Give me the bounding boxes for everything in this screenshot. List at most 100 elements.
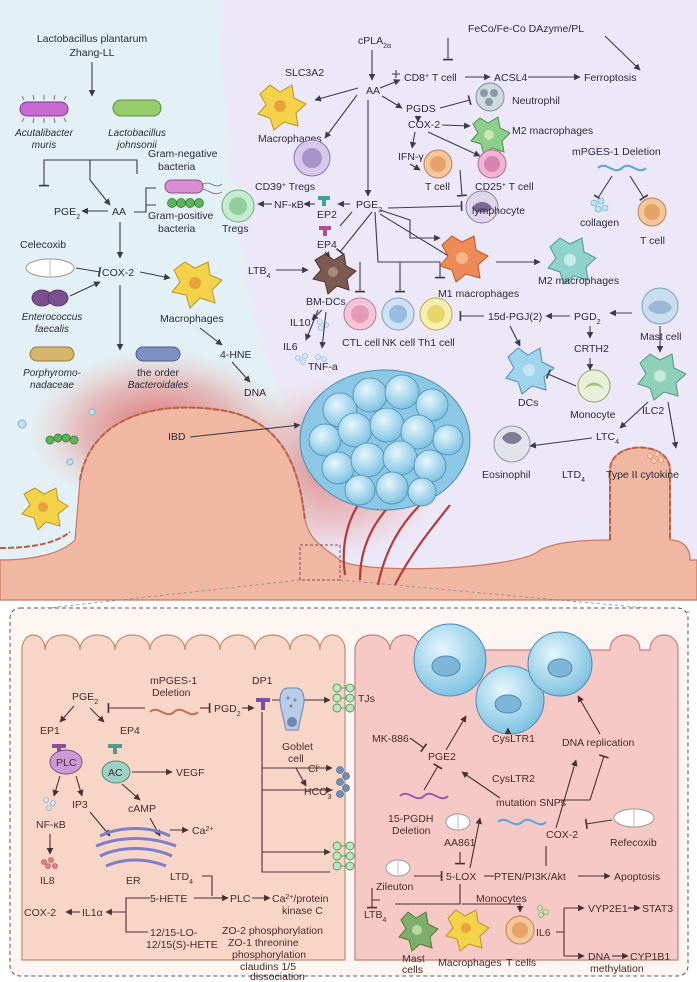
- label-ltd4-bl: LTD4: [170, 871, 193, 886]
- ep1-receptor-icon: [52, 744, 66, 754]
- mast-cell-br-icon: [398, 911, 439, 952]
- label-gram-negative-bacteria: bacteria: [158, 161, 196, 173]
- label-cd25-t-cell: CD25+ T cell: [475, 181, 534, 193]
- label-lo-1: 12/15-LO-: [150, 927, 198, 939]
- gram-positive-bacteria-icon: [167, 198, 204, 208]
- tumor-mass: [299, 369, 471, 511]
- label-kinase-c: kinase C: [282, 905, 323, 917]
- cytokine-dots-icon: [647, 451, 664, 464]
- neutrophil-icon: [475, 82, 505, 112]
- label-5-lox: 5-LOX: [446, 871, 476, 883]
- label-zo-5: dissociation: [250, 971, 305, 982]
- m2-macrophage-icon: [547, 237, 597, 285]
- label-bacteroidales: Bacteroidales: [128, 380, 189, 391]
- label-zo-2: ZO-1 threonine: [228, 937, 299, 949]
- cd25-t-cell-icon: [477, 149, 507, 179]
- t-cell-right-icon: [423, 149, 453, 179]
- il6-br-dots-icon: [537, 905, 549, 918]
- label-mk886: MK-886: [372, 733, 409, 745]
- label-t-cell-right: T cell: [425, 181, 450, 193]
- aa861-pill-icon: [445, 813, 471, 831]
- label-eosinophil: Eosinophil: [482, 469, 530, 481]
- label-dcs: DCs: [518, 397, 538, 409]
- label-ep4-right: EP4: [317, 239, 337, 251]
- label-pge2-left: PGE2: [54, 206, 80, 221]
- label-apoptosis: Apoptosis: [614, 871, 660, 883]
- label-m1-macrophages: M1 macrophages: [438, 288, 519, 300]
- zileuton-pill-icon: [385, 859, 411, 877]
- label-cyp1b1: CYP1B1: [630, 951, 670, 963]
- label-muris: muris: [32, 140, 56, 151]
- label-bm-dcs: BM-DCs: [306, 296, 346, 308]
- label-5hete-bl: 5-HETE: [150, 893, 187, 905]
- label-vyp2e1: VYP2E1: [588, 903, 628, 915]
- label-cd8-t-cell: CD8+ T cell: [404, 72, 457, 84]
- label-zo-3: phosphorylation: [232, 949, 306, 961]
- label-monocyte: Monocyte: [570, 409, 616, 421]
- lymphocyte-icon: [465, 190, 499, 224]
- collagen-icon: [590, 197, 609, 213]
- label-mast: Mast: [402, 953, 425, 965]
- label-lo-2: 12/15(S)-HETE: [146, 939, 218, 951]
- label-goblet-cell: cell: [288, 753, 304, 765]
- treg-right-icon: [221, 189, 255, 223]
- ep4-receptor-icon: [319, 226, 331, 236]
- label-neutrophil: Neutrophil: [512, 95, 560, 107]
- label-tregs-right: Tregs: [222, 223, 248, 235]
- label-macrophages-br: Macrophages: [438, 957, 502, 969]
- label-lactobacillus-johnsonii: Lactobacillus: [108, 128, 166, 139]
- label-il8: IL8: [40, 875, 55, 887]
- ilc2-icon: [637, 353, 687, 401]
- macrophage-icon: [171, 261, 223, 309]
- dna-helix-icon: [597, 164, 647, 172]
- label-zileuton: Zileuton: [376, 881, 414, 893]
- label-nk-cell: NK cell: [382, 337, 415, 349]
- label-methylation: methylation: [590, 963, 644, 975]
- label-cysltr1: CysLTR1: [492, 733, 535, 745]
- label-tjs-top: TJs: [358, 693, 375, 705]
- label-cpla2a: cPLA2α: [358, 35, 391, 50]
- m2-macrophage-top-icon: [470, 116, 511, 156]
- intestinal-epithelium: [0, 406, 697, 613]
- label-ifn-gamma: IFN-γ: [398, 151, 424, 163]
- label-aa861: AA861: [444, 837, 476, 849]
- macrophage-br-icon: [445, 909, 490, 952]
- ac-enzyme-icon: [101, 760, 131, 784]
- dc-icon: [505, 347, 555, 395]
- goblet-cell-icon: [279, 687, 305, 731]
- label-cysltr2: CysLTR2: [492, 773, 535, 785]
- label-plc: PLC: [56, 757, 77, 769]
- label-deletion-br: Deletion: [392, 825, 431, 837]
- label-ctl-cell: CTL cell: [342, 337, 380, 349]
- label-dna-br: DNA: [588, 951, 610, 963]
- label-pgd2-right: PGD2: [574, 311, 601, 326]
- bm-dc-icon: [312, 253, 357, 295]
- label-camp: cAMP: [128, 803, 156, 815]
- label-mpges-1: mPGES-1: [150, 675, 197, 687]
- label-ca-protein: Ca2+/protein: [272, 893, 329, 905]
- label-nfkb-right: NF-κB: [274, 199, 304, 211]
- label-t-cells-br: T cells: [506, 957, 536, 969]
- label-crth2: CRTH2: [574, 343, 609, 355]
- ep4-bl-receptor-icon: [108, 744, 122, 754]
- label-ibd: IBD: [168, 431, 186, 443]
- label-gram-positive-bacteria: bacteria: [158, 223, 196, 235]
- il6-dots-icon: [295, 353, 308, 365]
- tight-junction-mid-icon: [332, 841, 355, 871]
- label-th1-cell: Th1 cell: [418, 337, 455, 349]
- cd39-treg-icon: [293, 139, 331, 177]
- label-il1a: IL1α: [82, 907, 103, 919]
- ep2-receptor-icon: [318, 196, 330, 206]
- label-il6-right: IL6: [283, 341, 298, 353]
- label-johnsonii: johnsonii: [115, 140, 157, 151]
- label-cox2-br: COX-2: [546, 829, 578, 841]
- macrophage-right-icon: [257, 84, 307, 131]
- label-cox2-left: COX-2: [102, 267, 134, 279]
- label-nadaceae: nadaceae: [30, 380, 74, 391]
- label-faecalis: faecalis: [35, 324, 69, 335]
- label-cl: Cl-: [308, 763, 321, 775]
- label-ep4-bl: EP4: [120, 725, 140, 737]
- label-il6-br: IL6: [536, 927, 551, 939]
- plc-enzyme-icon: [49, 749, 83, 775]
- mast-cell-icon: [641, 287, 679, 325]
